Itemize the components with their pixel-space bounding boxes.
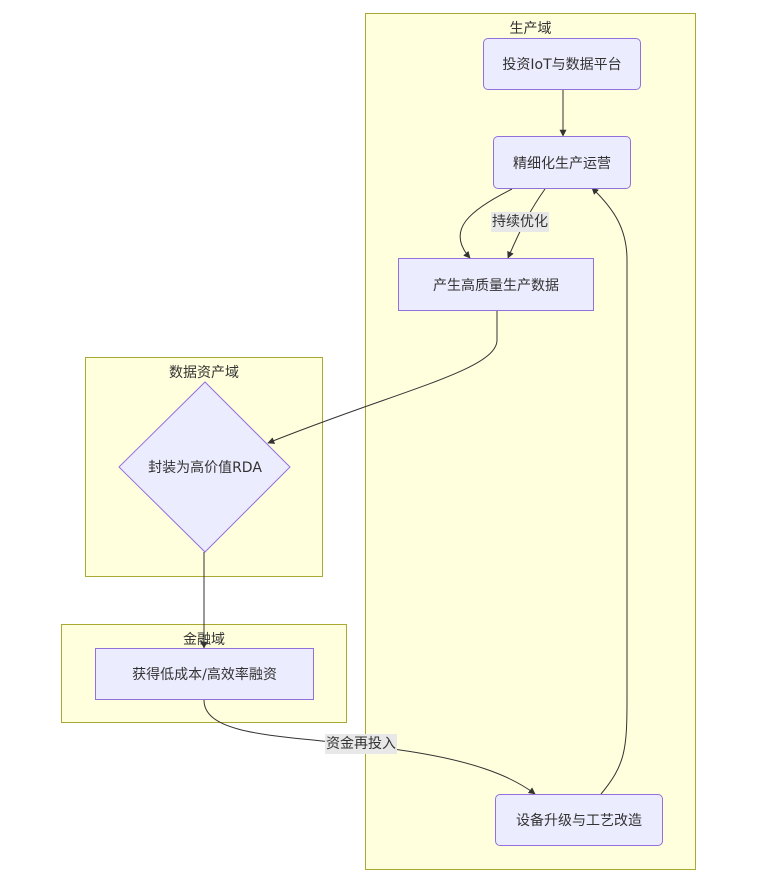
node-quality-data[interactable]: 产生高质量生产数据 bbox=[398, 258, 594, 311]
node-invest-iot[interactable]: 投资IoT与数据平台 bbox=[483, 38, 641, 90]
node-refined-ops[interactable]: 精细化生产运营 bbox=[493, 136, 631, 189]
node-package-rda-label: 封装为高价值RDA bbox=[148, 460, 262, 476]
cluster-title-finance: 金融域 bbox=[183, 632, 225, 648]
node-financing[interactable]: 获得低成本/高效率融资 bbox=[95, 648, 314, 700]
node-financing-label: 获得低成本/高效率融资 bbox=[132, 667, 277, 683]
node-refined-ops-label: 精细化生产运营 bbox=[513, 155, 611, 172]
cluster-title-production: 生产域 bbox=[509, 21, 552, 37]
node-quality-data-label: 产生高质量生产数据 bbox=[433, 277, 559, 294]
cluster-title-data-asset: 数据资产域 bbox=[169, 365, 239, 381]
node-invest-iot-label: 投资IoT与数据平台 bbox=[502, 57, 622, 73]
edge-label-continuous-optimization: 持续优化 bbox=[491, 212, 549, 232]
diamond-shape bbox=[118, 381, 291, 553]
node-package-rda[interactable] bbox=[118, 381, 292, 553]
node-upgrade-label: 设备升级与工艺改造 bbox=[516, 813, 642, 829]
node-upgrade[interactable]: 设备升级与工艺改造 bbox=[495, 794, 663, 846]
edge-label-reinvest: 资金再投入 bbox=[325, 734, 397, 754]
